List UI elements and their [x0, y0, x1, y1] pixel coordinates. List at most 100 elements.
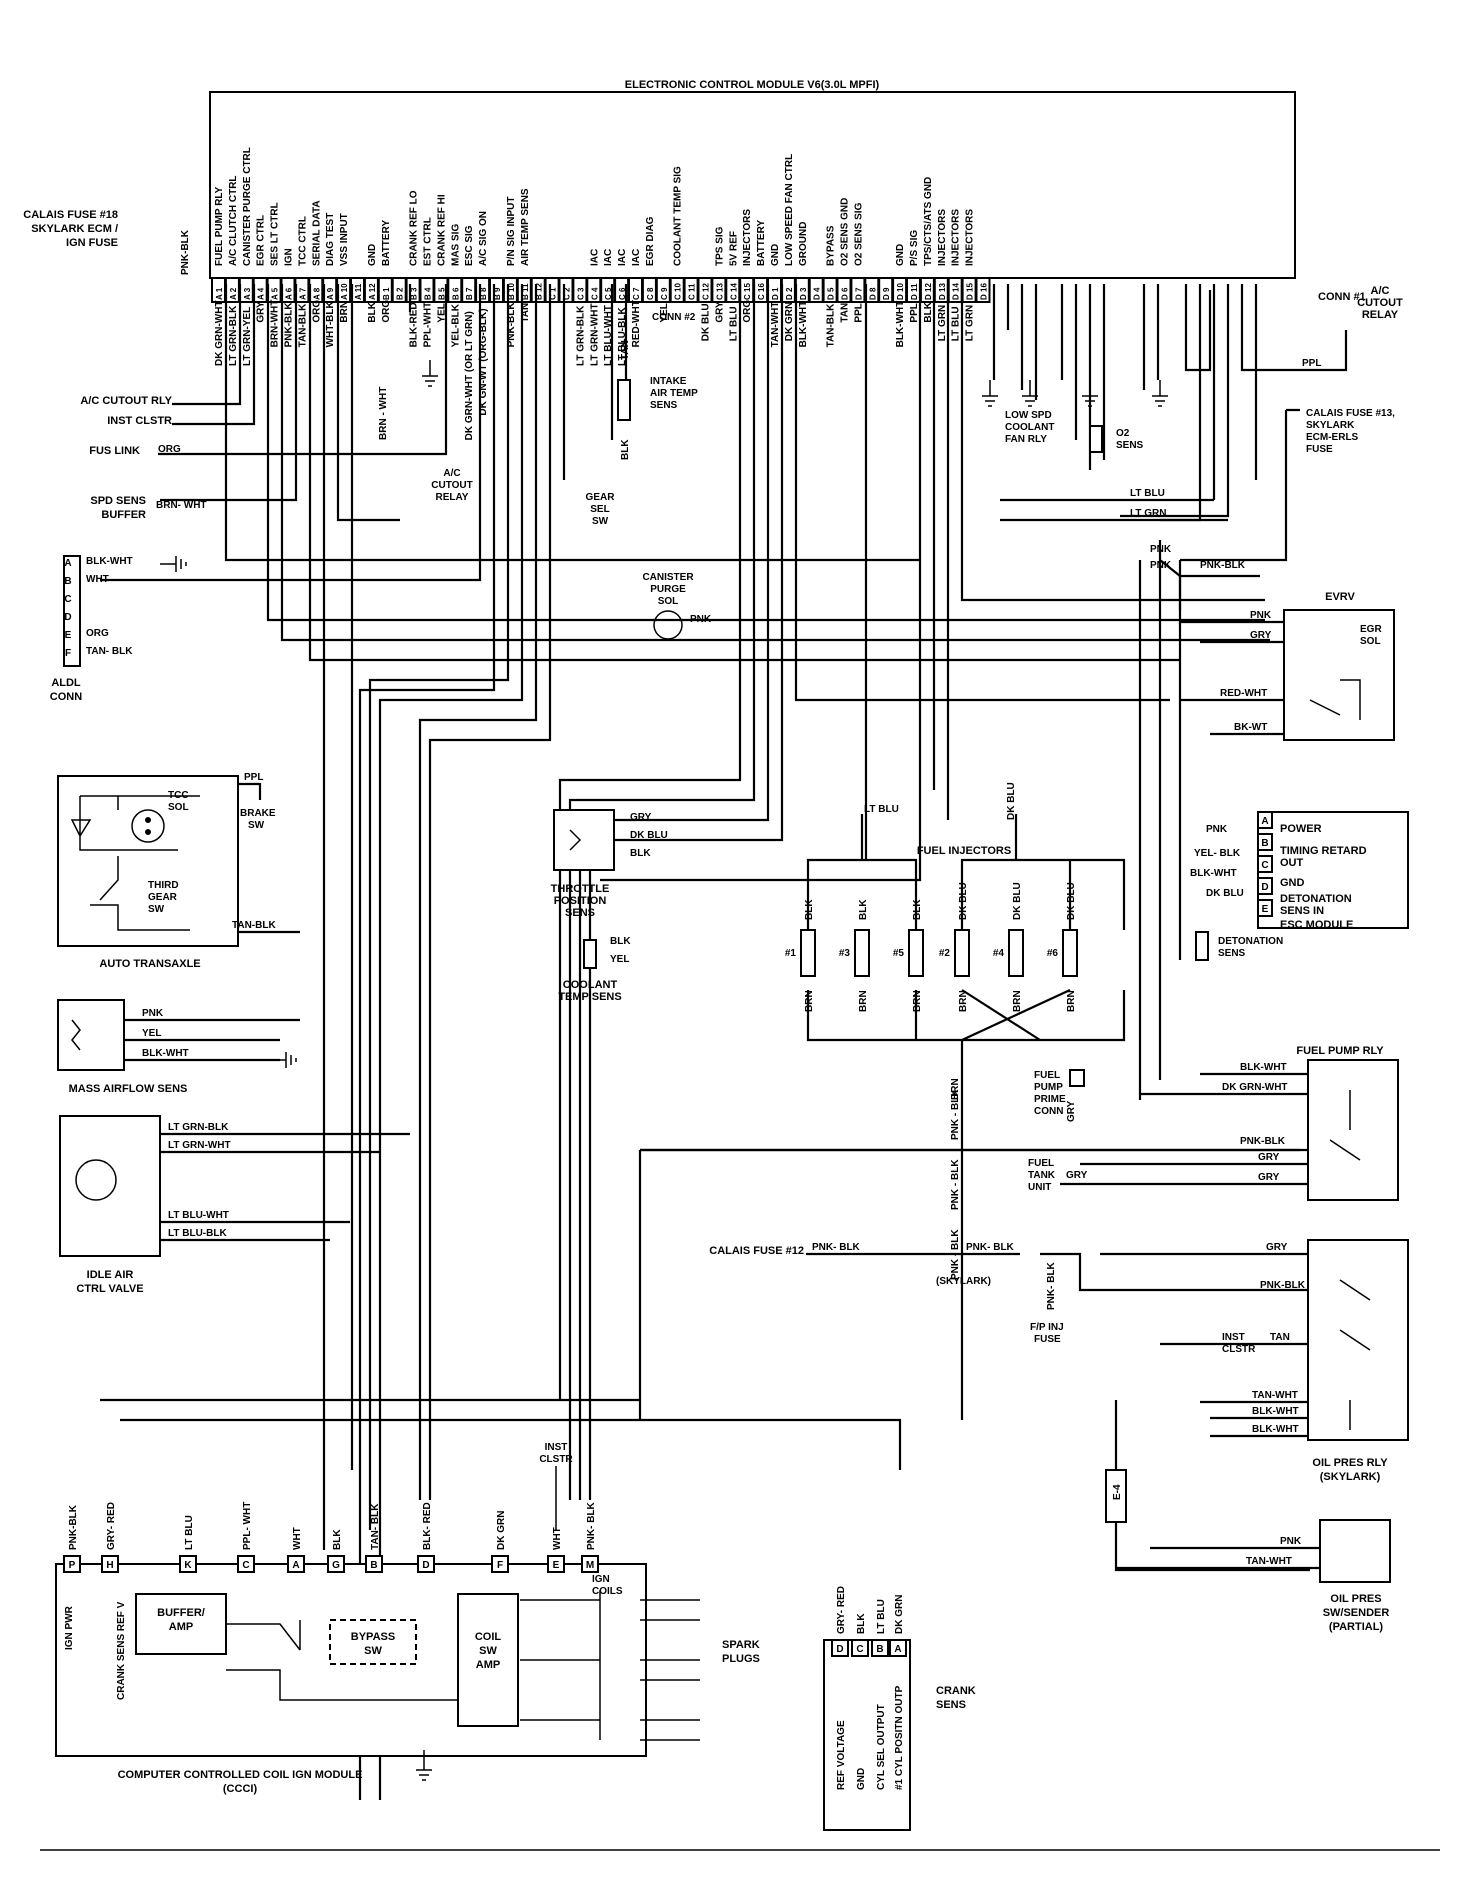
- ecm-function-label: LOW SPEED FAN CTRL: [784, 154, 795, 266]
- tcc-label-2: SOL: [168, 802, 189, 813]
- ecm-function-label: EGR DIAG: [645, 216, 656, 266]
- injector-top-wire: DK BLU: [958, 882, 969, 920]
- svg-text:RED-WHT: RED-WHT: [1220, 688, 1267, 699]
- ecm-wire-label: LT BLU: [728, 306, 739, 341]
- svg-text:CLSTR: CLSTR: [539, 1454, 573, 1465]
- ccci-pin-E: E: [553, 1560, 560, 1571]
- ecm-function-label: IGN: [284, 248, 295, 266]
- svg-text:POWER: POWER: [1280, 823, 1322, 835]
- ccci-title-1: COMPUTER CONTROLLED COIL IGN MODULE: [118, 1769, 363, 1781]
- injector-6: [1062, 929, 1078, 977]
- ecm-pin-label: C 12: [702, 283, 711, 300]
- ecm-wire-label: BLK-WHT: [895, 301, 906, 348]
- esc-pin-E: E: [1262, 904, 1269, 915]
- ecm-wire-label: LT BLU: [951, 306, 962, 341]
- ecm-pin-label: D 15: [966, 283, 975, 300]
- ccci-wire-label: LT BLU: [184, 1515, 195, 1550]
- ccci-module: COMPUTER CONTROLLED COIL IGN MODULE (CCC…: [55, 1442, 760, 1795]
- ecm-wire-label: BRN-WHT: [270, 300, 281, 348]
- svg-text:BLK-WHT: BLK-WHT: [1252, 1406, 1299, 1417]
- ac-cutout-rly-label: A/C CUTOUT RLY: [80, 395, 172, 407]
- svg-text:TIMING RETARD: TIMING RETARD: [1280, 845, 1367, 857]
- gear-select-switch: GEAR SEL SW: [586, 492, 616, 527]
- ecm-function-label: CRANK REF HI: [436, 194, 447, 266]
- ecm-pin-label: D 6: [841, 287, 850, 300]
- svg-text:DETONATION: DETONATION: [1280, 893, 1352, 905]
- svg-text:INST: INST: [1222, 1332, 1245, 1343]
- injector-top-wire: DK BLU: [1012, 882, 1023, 920]
- ecm-pin-label: C 11: [688, 283, 697, 300]
- ccci-pin-box: [547, 1555, 565, 1573]
- aldl-wire-label: TAN- BLK: [86, 646, 133, 657]
- ecm-function-label: INJECTORS: [965, 209, 976, 266]
- svg-text:COOLANT: COOLANT: [563, 979, 618, 991]
- svg-text:(SKYLARK): (SKYLARK): [1320, 1471, 1381, 1483]
- injector-bottom-wire: BRN: [804, 990, 815, 1012]
- ecm-wire-label: BRN: [339, 301, 350, 323]
- injector-number: #3: [839, 948, 851, 959]
- ecm-wire-label: ORG: [311, 300, 322, 323]
- svg-text:COIL: COIL: [475, 1631, 502, 1643]
- o2-sensor-icon: [1089, 425, 1103, 453]
- ecm-function-label: GND: [770, 244, 781, 266]
- inst-clstr-label: INST CLSTR: [107, 415, 172, 427]
- aldl-pin-B: B: [64, 576, 71, 587]
- aldl-pin-A: A: [64, 558, 71, 569]
- brn-wht-label: BRN- WHT: [156, 500, 207, 511]
- svg-text:DK BLU: DK BLU: [1206, 888, 1244, 899]
- tcc-solenoid-icon: [131, 809, 165, 843]
- ecm-pin-label: C 14: [729, 283, 738, 300]
- svg-text:THROTTLE: THROTTLE: [551, 883, 610, 895]
- svg-text:SKYLARK: SKYLARK: [1306, 420, 1355, 431]
- ecm-function-label: SERIAL DATA: [311, 200, 322, 266]
- svg-text:COILS: COILS: [592, 1586, 623, 1597]
- org-label: ORG: [158, 444, 181, 455]
- ecm-wire-label: BLK-WHT: [798, 301, 809, 348]
- svg-text:SW: SW: [364, 1645, 382, 1657]
- ecm-wire-label: LT GRN-YEL: [242, 307, 253, 366]
- crank-wire-label: LT BLU: [876, 1599, 887, 1634]
- ecm-function-label: EGR CTRL: [256, 215, 267, 266]
- ecm-function-label: TPS SIG: [714, 226, 725, 266]
- injector-2: [854, 929, 870, 977]
- ecm-wire-label: TAN: [520, 303, 531, 323]
- ecm-pin-label: D 2: [785, 287, 794, 300]
- maf-wire-blk-wht: BLK-WHT: [142, 1048, 189, 1059]
- svg-text:CALAIS FUSE #13,: CALAIS FUSE #13,: [1306, 408, 1395, 419]
- svg-text:PPL: PPL: [1302, 358, 1321, 369]
- svg-text:SENS: SENS: [936, 1699, 966, 1711]
- injector-number: #1: [785, 948, 797, 959]
- esc-pin-A: A: [1261, 816, 1268, 827]
- svg-text:GRY: GRY: [1066, 1100, 1077, 1122]
- svg-text:SPARK: SPARK: [722, 1639, 760, 1651]
- svg-text:FUEL: FUEL: [1034, 1070, 1060, 1081]
- ecm-function-label: O2 SENS SIG: [853, 202, 864, 266]
- ccci-pin-box: [63, 1555, 81, 1573]
- svg-text:SENS: SENS: [650, 400, 678, 411]
- coolant-temp-sensor: BLK YEL COOLANT TEMP SENS: [558, 936, 631, 1003]
- fuel-injectors: FUEL INJECTORS LT BLU DK BLU #1BLKBRN#3B…: [785, 782, 1126, 1420]
- svg-text:EVRV: EVRV: [1325, 591, 1355, 603]
- ecm-wire-label: PNK-BLK: [284, 302, 295, 348]
- ecm-pin-label: A 7: [298, 287, 307, 300]
- svg-text:CLSTR: CLSTR: [1222, 1344, 1256, 1355]
- svg-text:BYPASS: BYPASS: [351, 1631, 395, 1643]
- ecm-wire-label: TAN-BLK: [826, 303, 837, 347]
- injector-bottom-wire: BRN: [912, 990, 923, 1012]
- ecm-pin-label: C 13: [715, 283, 724, 300]
- ccci-pin-D: D: [422, 1560, 429, 1571]
- ecm-function-label: GROUND: [798, 222, 809, 266]
- svg-text:POSITION: POSITION: [554, 895, 607, 907]
- svg-text:A/C: A/C: [1371, 285, 1390, 297]
- tan-blk-label: TAN-BLK: [232, 920, 276, 931]
- injector-5: [1008, 929, 1024, 977]
- svg-text:LT GRN: LT GRN: [1130, 508, 1166, 519]
- iac-motor-icon: [75, 1159, 117, 1201]
- ecm-pin-label: D 5: [827, 287, 836, 300]
- ecm-pin-label: B 9: [493, 287, 502, 300]
- esc-pin-box: [1257, 855, 1273, 873]
- svg-text:SOL: SOL: [1360, 636, 1381, 647]
